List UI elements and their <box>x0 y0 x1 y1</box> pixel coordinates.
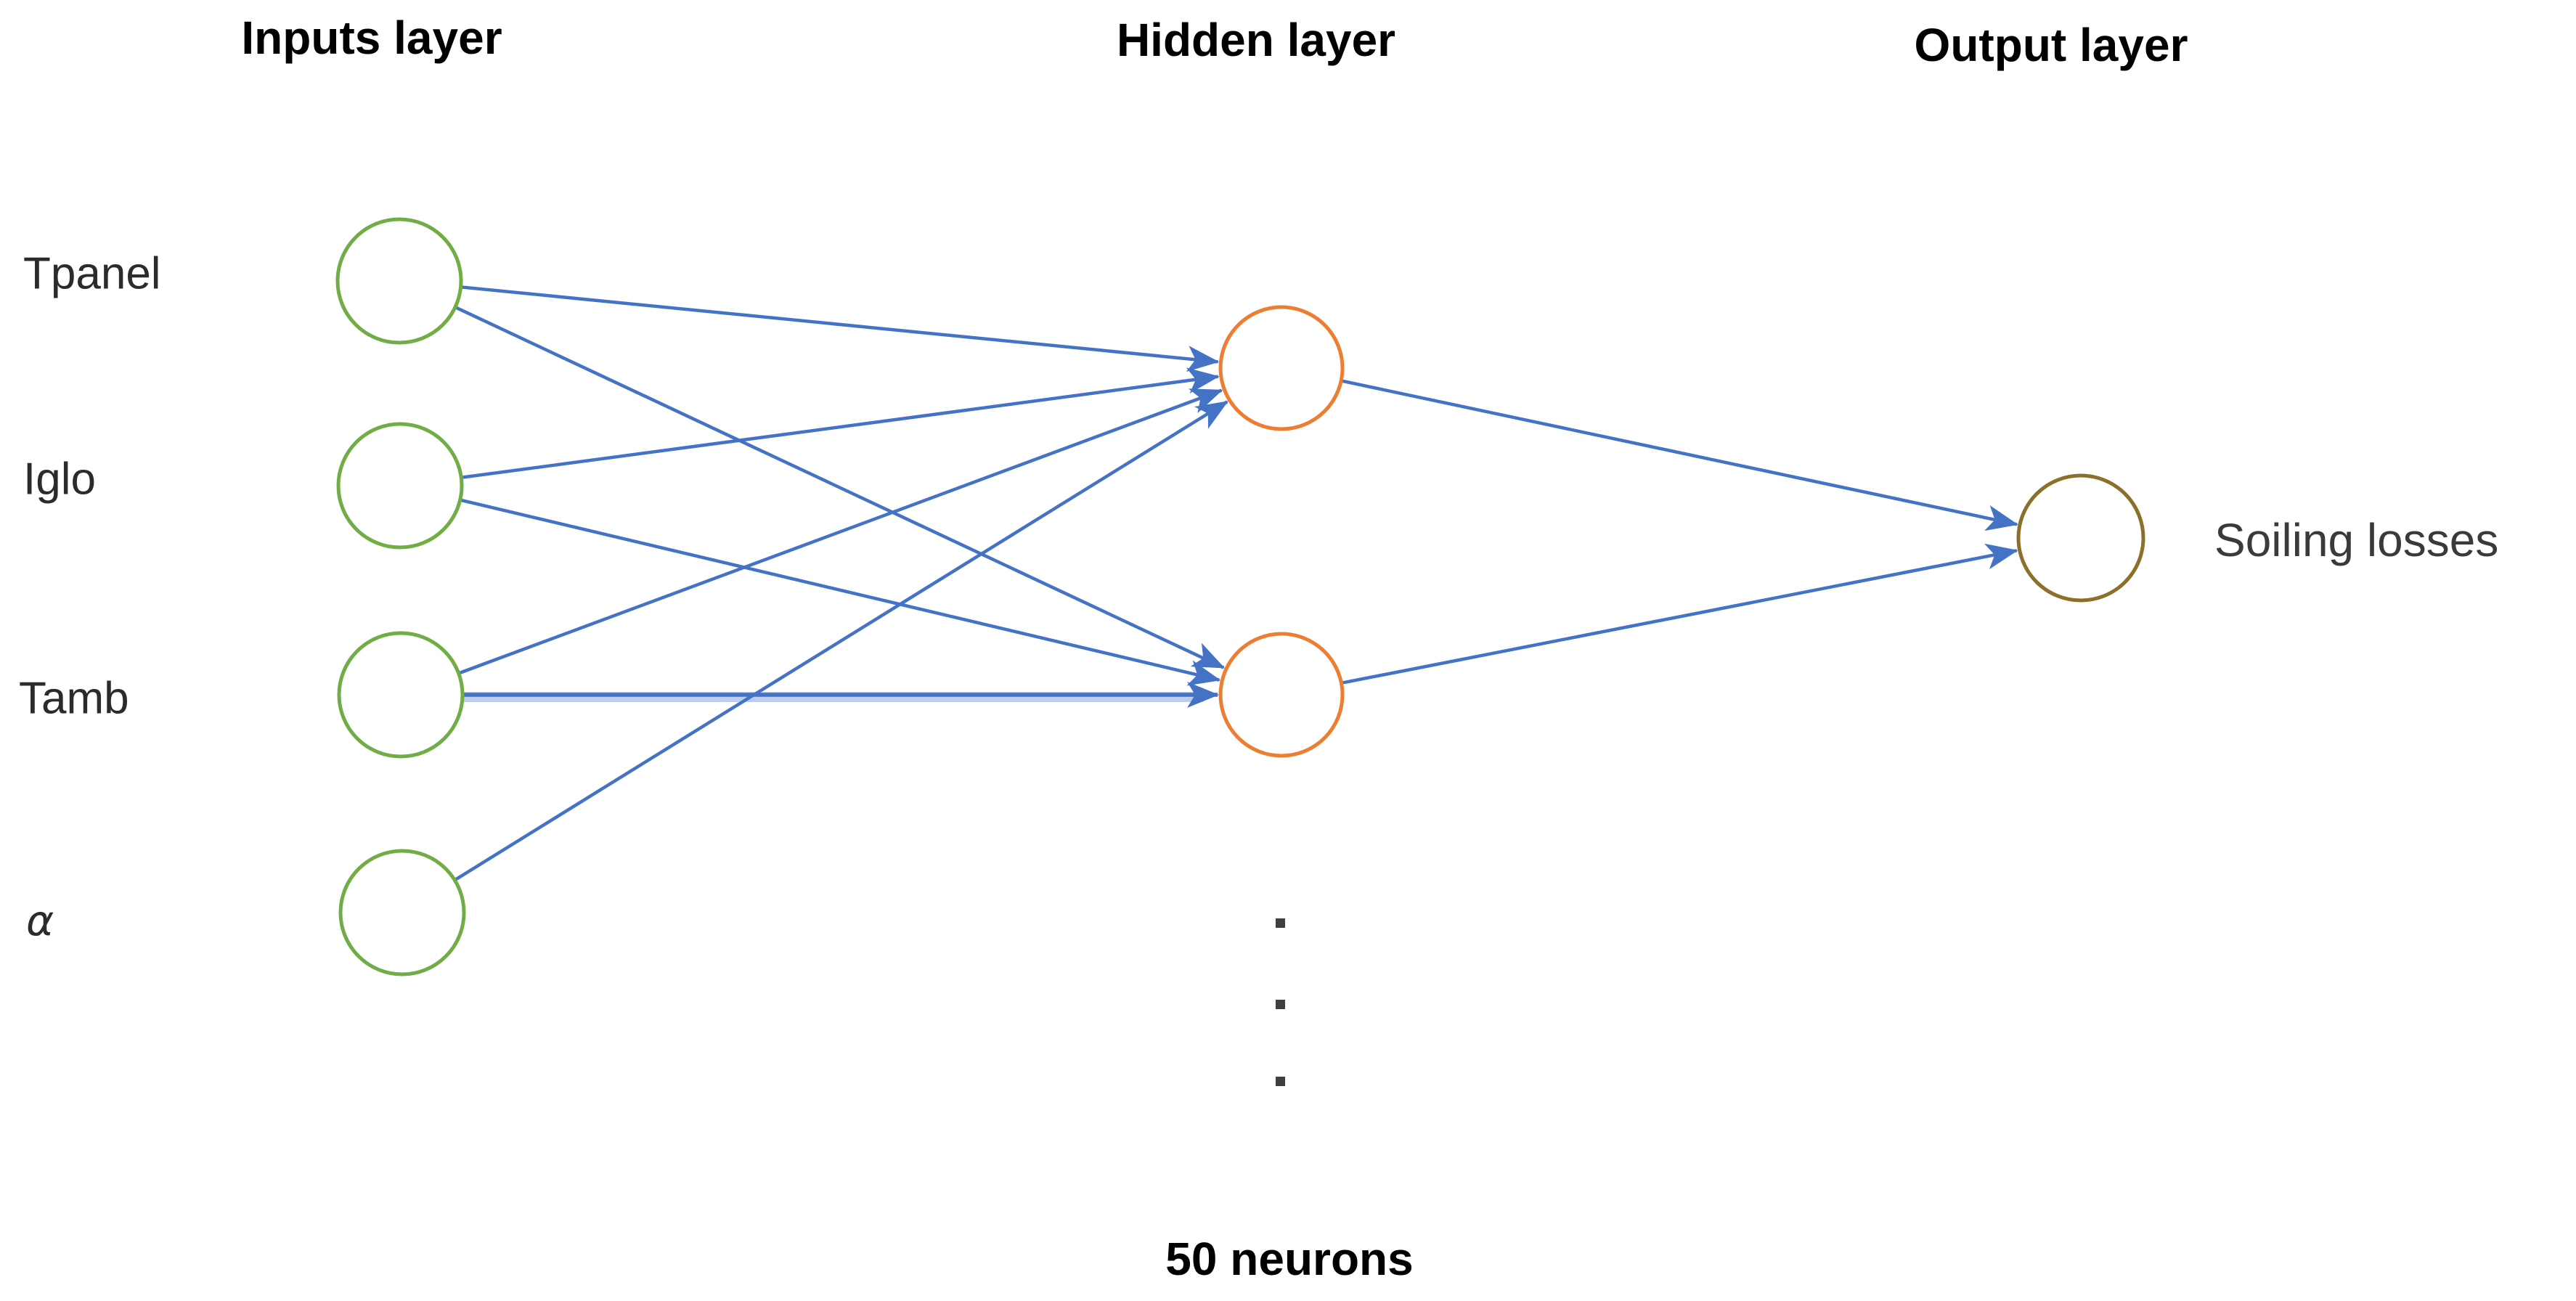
hidden-layer-title: Hidden layer <box>1116 14 1396 66</box>
edge-h2-to-output <box>1340 543 2018 685</box>
output-layer-title: Output layer <box>1914 19 2188 71</box>
edge-tpanel-to-h1 <box>460 285 1220 372</box>
output-node-label: Soiling losses <box>2214 514 2499 566</box>
input-label-alpha: α <box>26 896 54 945</box>
hidden-layer-ellipsis-dot <box>1276 1000 1285 1009</box>
input-node-alpha <box>338 849 466 976</box>
edge-h1-to-output <box>1340 379 2018 531</box>
edge-tamb-to-h1 <box>457 388 1223 675</box>
input-label-tpanel: Tpanel <box>23 248 161 299</box>
edge-iglo-to-h2 <box>460 498 1221 686</box>
hidden-layer-neuron-count: 50 neurons <box>1165 1233 1414 1285</box>
input-label-tamb: Tamb <box>19 673 129 724</box>
input-label-iglo: Iglo <box>23 454 96 505</box>
hidden-layer-ellipsis-dot <box>1276 918 1285 928</box>
edge-alpha-to-h1 <box>454 400 1228 882</box>
input-node-tamb <box>337 631 465 759</box>
edge-iglo-to-h1 <box>460 367 1220 479</box>
hidden-layer-ellipsis-dot <box>1276 1077 1285 1086</box>
input-node-tpanel <box>335 217 463 345</box>
hidden-node-h2 <box>1218 632 1345 758</box>
output-node-output <box>2016 473 2145 603</box>
input-node-iglo <box>336 422 464 550</box>
hidden-node-h1 <box>1218 305 1345 431</box>
inputs-layer-title: Inputs layer <box>241 12 502 64</box>
edge-tpanel-to-h2 <box>454 306 1226 669</box>
